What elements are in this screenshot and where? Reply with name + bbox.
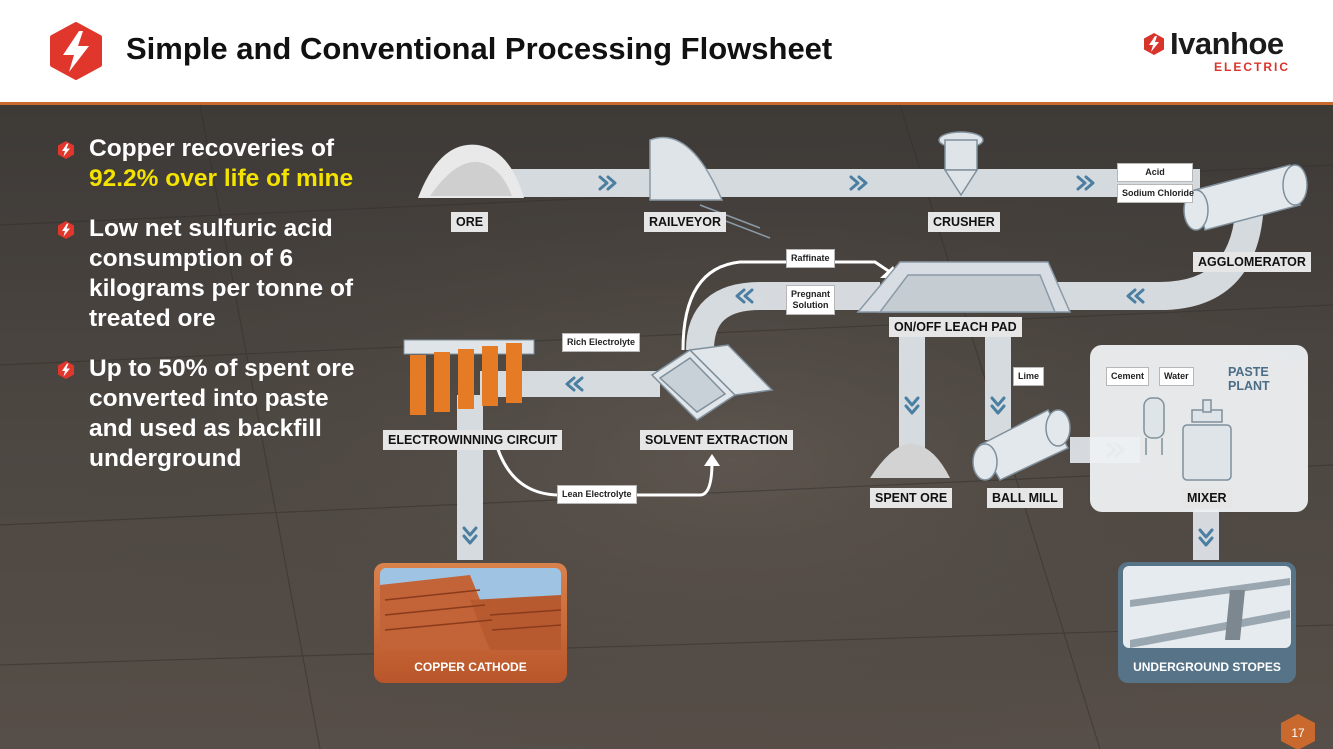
ball-mill-icon xyxy=(972,408,1071,481)
aerial-site-background xyxy=(0,105,1333,749)
leach-pad-icon xyxy=(856,261,1072,313)
header: Simple and Conventional Processing Flows… xyxy=(0,0,1333,105)
label-pregnant-solution: Pregnant Solution xyxy=(786,285,836,315)
bullet-text: Copper recoveries of xyxy=(89,135,335,162)
bullet-acid-consumption: Low net sulfuric acid consumption of 6 k… xyxy=(56,214,376,334)
label-raffinate: Raffinate xyxy=(786,249,835,268)
label-acid: Acid xyxy=(1117,163,1193,182)
header-divider xyxy=(0,102,1333,105)
lightning-bullet-icon xyxy=(58,221,74,239)
brand-subtitle: ELECTRIC xyxy=(1214,60,1290,74)
label-ore: ORE xyxy=(451,212,489,232)
bullet-text: Up to 50% of spent ore converted into pa… xyxy=(89,355,355,472)
label-crusher: CRUSHER xyxy=(928,212,1000,232)
bullet-text: Low net sulfuric acid consumption of 6 k… xyxy=(89,215,354,332)
label-electrowinning: ELECTROWINNING CIRCUIT xyxy=(383,430,563,450)
cathode-stack-image xyxy=(380,568,562,650)
arrowhead xyxy=(704,454,720,466)
page-title: Simple and Conventional Processing Flows… xyxy=(126,31,833,66)
label-mixer: MIXER xyxy=(1182,488,1232,508)
lightning-hex-logo-icon xyxy=(50,22,102,80)
ore-pile-icon xyxy=(418,144,524,198)
key-points-list: Copper recoveries of 92.2% over life of … xyxy=(56,134,376,494)
bullet-paste-backfill: Up to 50% of spent ore converted into pa… xyxy=(56,354,376,474)
spent-ore-pile-icon xyxy=(870,443,950,478)
lightning-bullet-icon xyxy=(58,141,74,159)
label-copper-cathode: COPPER CATHODE xyxy=(414,660,527,674)
label-sodium-chloride: Sodium Chloride xyxy=(1117,184,1194,203)
label-spent-ore: SPENT ORE xyxy=(870,488,953,508)
mixer-icon xyxy=(1182,399,1232,481)
silo-icon xyxy=(1143,397,1165,455)
label-solvent-extraction: SOLVENT EXTRACTION xyxy=(640,430,793,450)
crusher-icon xyxy=(938,131,984,197)
page-number: 17 xyxy=(1291,726,1305,740)
page-number-badge xyxy=(1281,714,1315,749)
label-railveyor: RAILVEYOR xyxy=(644,212,726,232)
label-lean-electrolyte: Lean Electrolyte xyxy=(557,485,637,504)
stopes-image xyxy=(1123,566,1291,648)
label-ball-mill: BALL MILL xyxy=(987,488,1063,508)
brand-logo: Ivanhoe ELECTRIC xyxy=(1142,26,1292,76)
flowsheet-diagram xyxy=(374,131,1315,749)
bullet-highlight: 92.2% over life of mine xyxy=(89,165,354,192)
label-agglomerator: AGGLOMERATOR xyxy=(1193,252,1311,272)
label-lime: Lime xyxy=(1013,367,1045,386)
brand-hex-icon xyxy=(1144,33,1164,55)
label-cement: Cement xyxy=(1106,367,1150,386)
lightning-bullet-icon xyxy=(58,361,74,379)
label-rich-electrolyte: Rich Electrolyte xyxy=(562,333,641,352)
bullet-copper-recoveries: Copper recoveries of 92.2% over life of … xyxy=(56,134,376,194)
solvent-extraction-icon xyxy=(650,344,774,421)
label-paste-plant: PASTE PLANT xyxy=(1228,365,1270,393)
brand-name: Ivanhoe xyxy=(1170,26,1284,61)
label-underground-stopes: UNDERGROUND STOPES xyxy=(1133,660,1281,674)
label-water: Water xyxy=(1159,367,1194,386)
label-leach-pad: ON/OFF LEACH PAD xyxy=(889,317,1022,337)
electrowinning-icon xyxy=(403,339,535,415)
